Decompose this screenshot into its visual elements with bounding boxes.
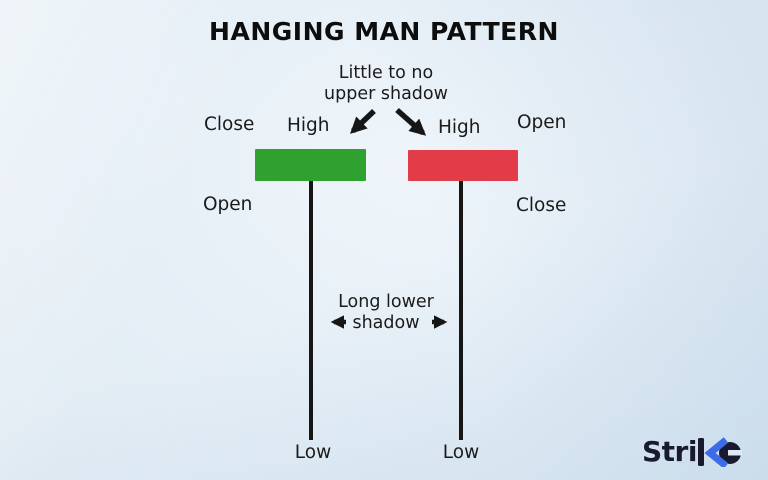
label-close-bearish: Close: [516, 195, 567, 216]
strike-logo-text: Stri: [642, 435, 697, 468]
bearish-candle-body: [408, 150, 518, 181]
strike-logo-ke-icon: [697, 437, 742, 467]
upper-shadow-annotation: Little to no upper shadow: [324, 63, 448, 104]
label-high-bearish: High: [438, 117, 481, 138]
arrow-down-left-icon: [350, 109, 376, 134]
label-high-bullish: High: [287, 115, 330, 136]
bearish-candle-wick: [459, 181, 463, 440]
label-open-bullish: Open: [203, 194, 253, 215]
bullish-candle-wick: [309, 181, 313, 440]
lower-shadow-annotation: Long lower shadow: [338, 292, 434, 333]
label-open-bearish: Open: [517, 112, 567, 133]
label-low-bullish: Low: [294, 442, 332, 463]
bullish-candle-body: [255, 149, 366, 181]
diagram-title: HANGING MAN PATTERN: [209, 17, 559, 46]
label-close-bullish: Close: [204, 114, 255, 135]
label-low-bearish: Low: [442, 442, 480, 463]
arrow-down-right-icon: [395, 107, 427, 136]
strike-logo: Stri: [642, 436, 742, 468]
